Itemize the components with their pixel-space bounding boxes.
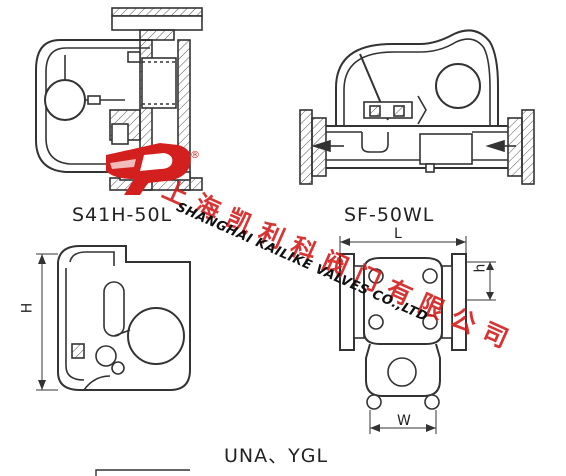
dimension-label-L: L — [394, 226, 402, 242]
una-front-drawing — [339, 236, 496, 434]
dimension-label-W: W — [397, 413, 411, 429]
company-logo — [106, 143, 191, 195]
caption-sf-50wl: SF-50WL — [344, 204, 435, 226]
una-side-drawing — [36, 245, 191, 391]
dimension-label-H: H — [19, 302, 36, 314]
dimension-label-h: h — [472, 263, 489, 273]
caption-s41h-50l: S41H-50L — [72, 204, 173, 226]
caption-una-ygl: UNA、YGL — [224, 445, 329, 467]
registered-mark: ® — [190, 150, 200, 161]
cropped-drawing — [95, 469, 190, 476]
sf50wl-drawing — [299, 29, 535, 185]
